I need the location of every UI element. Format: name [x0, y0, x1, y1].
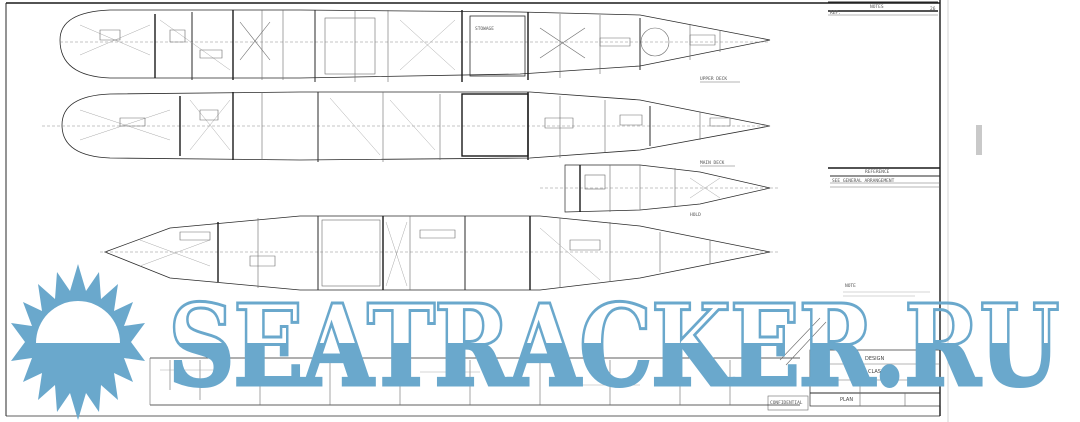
- svg-text:NOTES: NOTES: [870, 4, 884, 10]
- svg-text:NOTE: NOTE: [845, 283, 856, 289]
- svg-text:SEE GENERAL ARRANGEMENT: SEE GENERAL ARRANGEMENT: [832, 178, 895, 184]
- svg-text:REFERENCE: REFERENCE: [865, 169, 890, 175]
- sheet-border: [5, 0, 982, 422]
- title-class-line: CLASS: [868, 369, 884, 375]
- lower-profile: [149, 317, 827, 406]
- svg-text:REF.: REF.: [830, 10, 841, 16]
- confidential-stamp: CONFIDENTIAL: [770, 400, 803, 406]
- svg-text:26: 26: [930, 6, 936, 12]
- title-block: NOTE DESIGN CLASS PLAN CONFIDENTIAL: [767, 283, 941, 411]
- svg-text:UPPER DECK: UPPER DECK: [700, 76, 727, 82]
- margin-scale-mark: [976, 125, 982, 155]
- title-notes-mid: REFERENCE SEE GENERAL ARRANGEMENT: [828, 167, 940, 188]
- upper-deck-plan: STOWAGE UPPER DECK: [59, 9, 771, 83]
- lower-deck-plan: [100, 215, 780, 291]
- hold-plan-partial: HOLD: [540, 164, 780, 218]
- title-plan-line: PLAN: [840, 397, 853, 403]
- title-notes-top: NOTES REF. 26: [828, 1, 938, 16]
- main-deck-plan: MAIN DECK: [42, 91, 771, 167]
- svg-text:STOWAGE: STOWAGE: [475, 26, 494, 32]
- svg-text:MAIN DECK: MAIN DECK: [700, 160, 725, 166]
- svg-text:DESIGN: DESIGN: [865, 356, 885, 362]
- svg-text:HOLD: HOLD: [690, 212, 701, 218]
